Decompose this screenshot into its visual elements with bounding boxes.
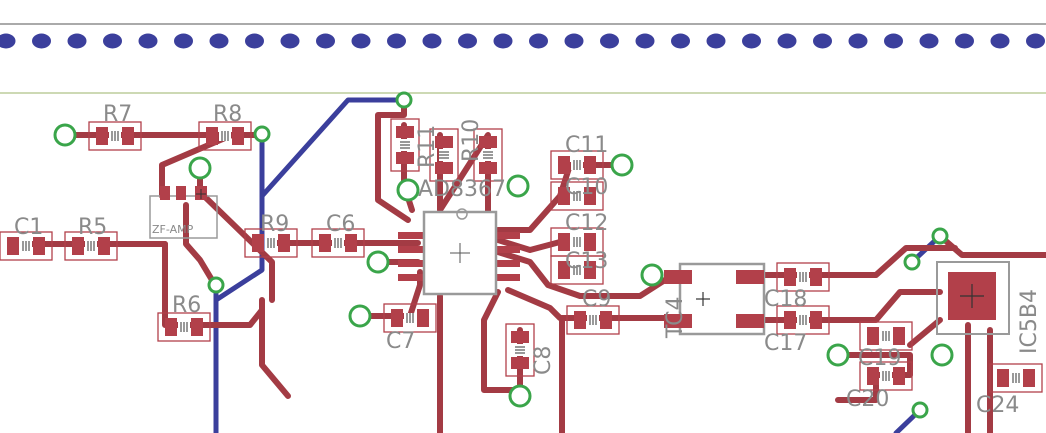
via [53,123,77,147]
fence-via [387,33,406,49]
label-c11: C11 [565,133,608,158]
label-zf-amp: ZF-AMP [152,223,194,236]
label-tc4: TC4 [663,296,688,339]
fence-via [919,33,939,49]
fence-via [458,33,477,49]
fence-via [316,33,335,49]
trace-ic-c8 [481,289,523,393]
via-fence [0,33,1045,49]
via [911,401,929,419]
via [610,153,634,177]
label-c10: C10 [565,175,608,200]
fence-via [848,33,868,49]
label-r9: R9 [260,212,289,237]
via [253,125,271,143]
part-ic5 [936,261,1010,335]
via [640,263,664,287]
label-c12: C12 [565,211,608,236]
fence-via [67,33,87,49]
fence-via [32,33,51,49]
via [396,178,420,202]
trace-ic-right [495,162,573,233]
trace-zf-out [201,193,275,303]
label-r11: R11 [415,125,440,168]
top-layer-traces [22,97,1046,433]
via [506,174,530,198]
fence-via [564,33,584,49]
label-c1: C1 [14,215,43,240]
trace-ic-c13 [495,249,668,299]
trace-zf-r9 [183,202,218,288]
vias [53,91,954,419]
fence-via [635,33,655,49]
label-ic5: IC5B4 [1017,289,1042,354]
fence-via [0,33,16,49]
label-ad8367: AD8367 [418,177,506,202]
bottom-trace-2 [259,97,407,199]
trace-ic-c12 [495,237,563,253]
fence-via [706,33,726,49]
fence-via [422,33,442,49]
fence-via [138,33,158,49]
label-r10: R10 [459,119,484,162]
label-c8: C8 [531,346,556,375]
fence-via [493,33,513,49]
via [508,384,532,408]
label-c19: C19 [858,346,901,371]
via [188,156,212,180]
via [207,276,225,294]
part-c8 [505,323,535,377]
via [931,227,949,245]
trace-ic-top-loop [375,97,411,223]
part-zf-amp [149,186,218,239]
fence-via [990,33,1010,49]
label-c24: C24 [976,393,1019,418]
via [348,304,372,328]
label-c9: C9 [582,287,611,312]
components [0,118,1043,393]
label-c18: C18 [764,287,807,312]
via [903,253,921,271]
label-r6: R6 [172,293,201,318]
part-c24 [989,363,1043,393]
label-r8: R8 [213,102,242,127]
fence-via [777,33,797,49]
part-tc4 [664,262,766,336]
fence-via [813,33,832,49]
bottom-trace-1 [213,131,265,433]
fence-via [955,33,974,49]
fence-via [1026,33,1045,49]
via [395,91,413,109]
fence-via [671,33,690,49]
trace-ic5-right [937,233,1046,258]
fence-via [884,33,903,49]
label-r7: R7 [103,102,132,127]
fence-via [103,33,122,49]
trace-r9-down [259,297,291,399]
label-c20: C20 [846,387,889,412]
trace-c19-right [907,317,943,348]
via [366,250,390,274]
fence-via [529,33,548,49]
label-c6: C6 [326,212,355,237]
via [930,343,954,367]
label-r5: R5 [78,215,107,240]
trace-r5-r6 [162,241,265,328]
fence-via [209,33,229,49]
fence-via [174,33,193,49]
label-c13: C13 [565,249,608,274]
fence-via [245,33,264,49]
fence-via [600,33,619,49]
part-ad8367 [398,208,520,296]
fence-via [742,33,761,49]
fence-via [351,33,371,49]
fence-via [280,33,300,49]
part-labels: C1 R5 R7 R8 R6 R9 C6 C7 C9 C11 C10 C12 C… [14,102,1042,418]
via [826,343,850,367]
label-c17: C17 [764,331,807,356]
label-c7: C7 [386,329,415,354]
